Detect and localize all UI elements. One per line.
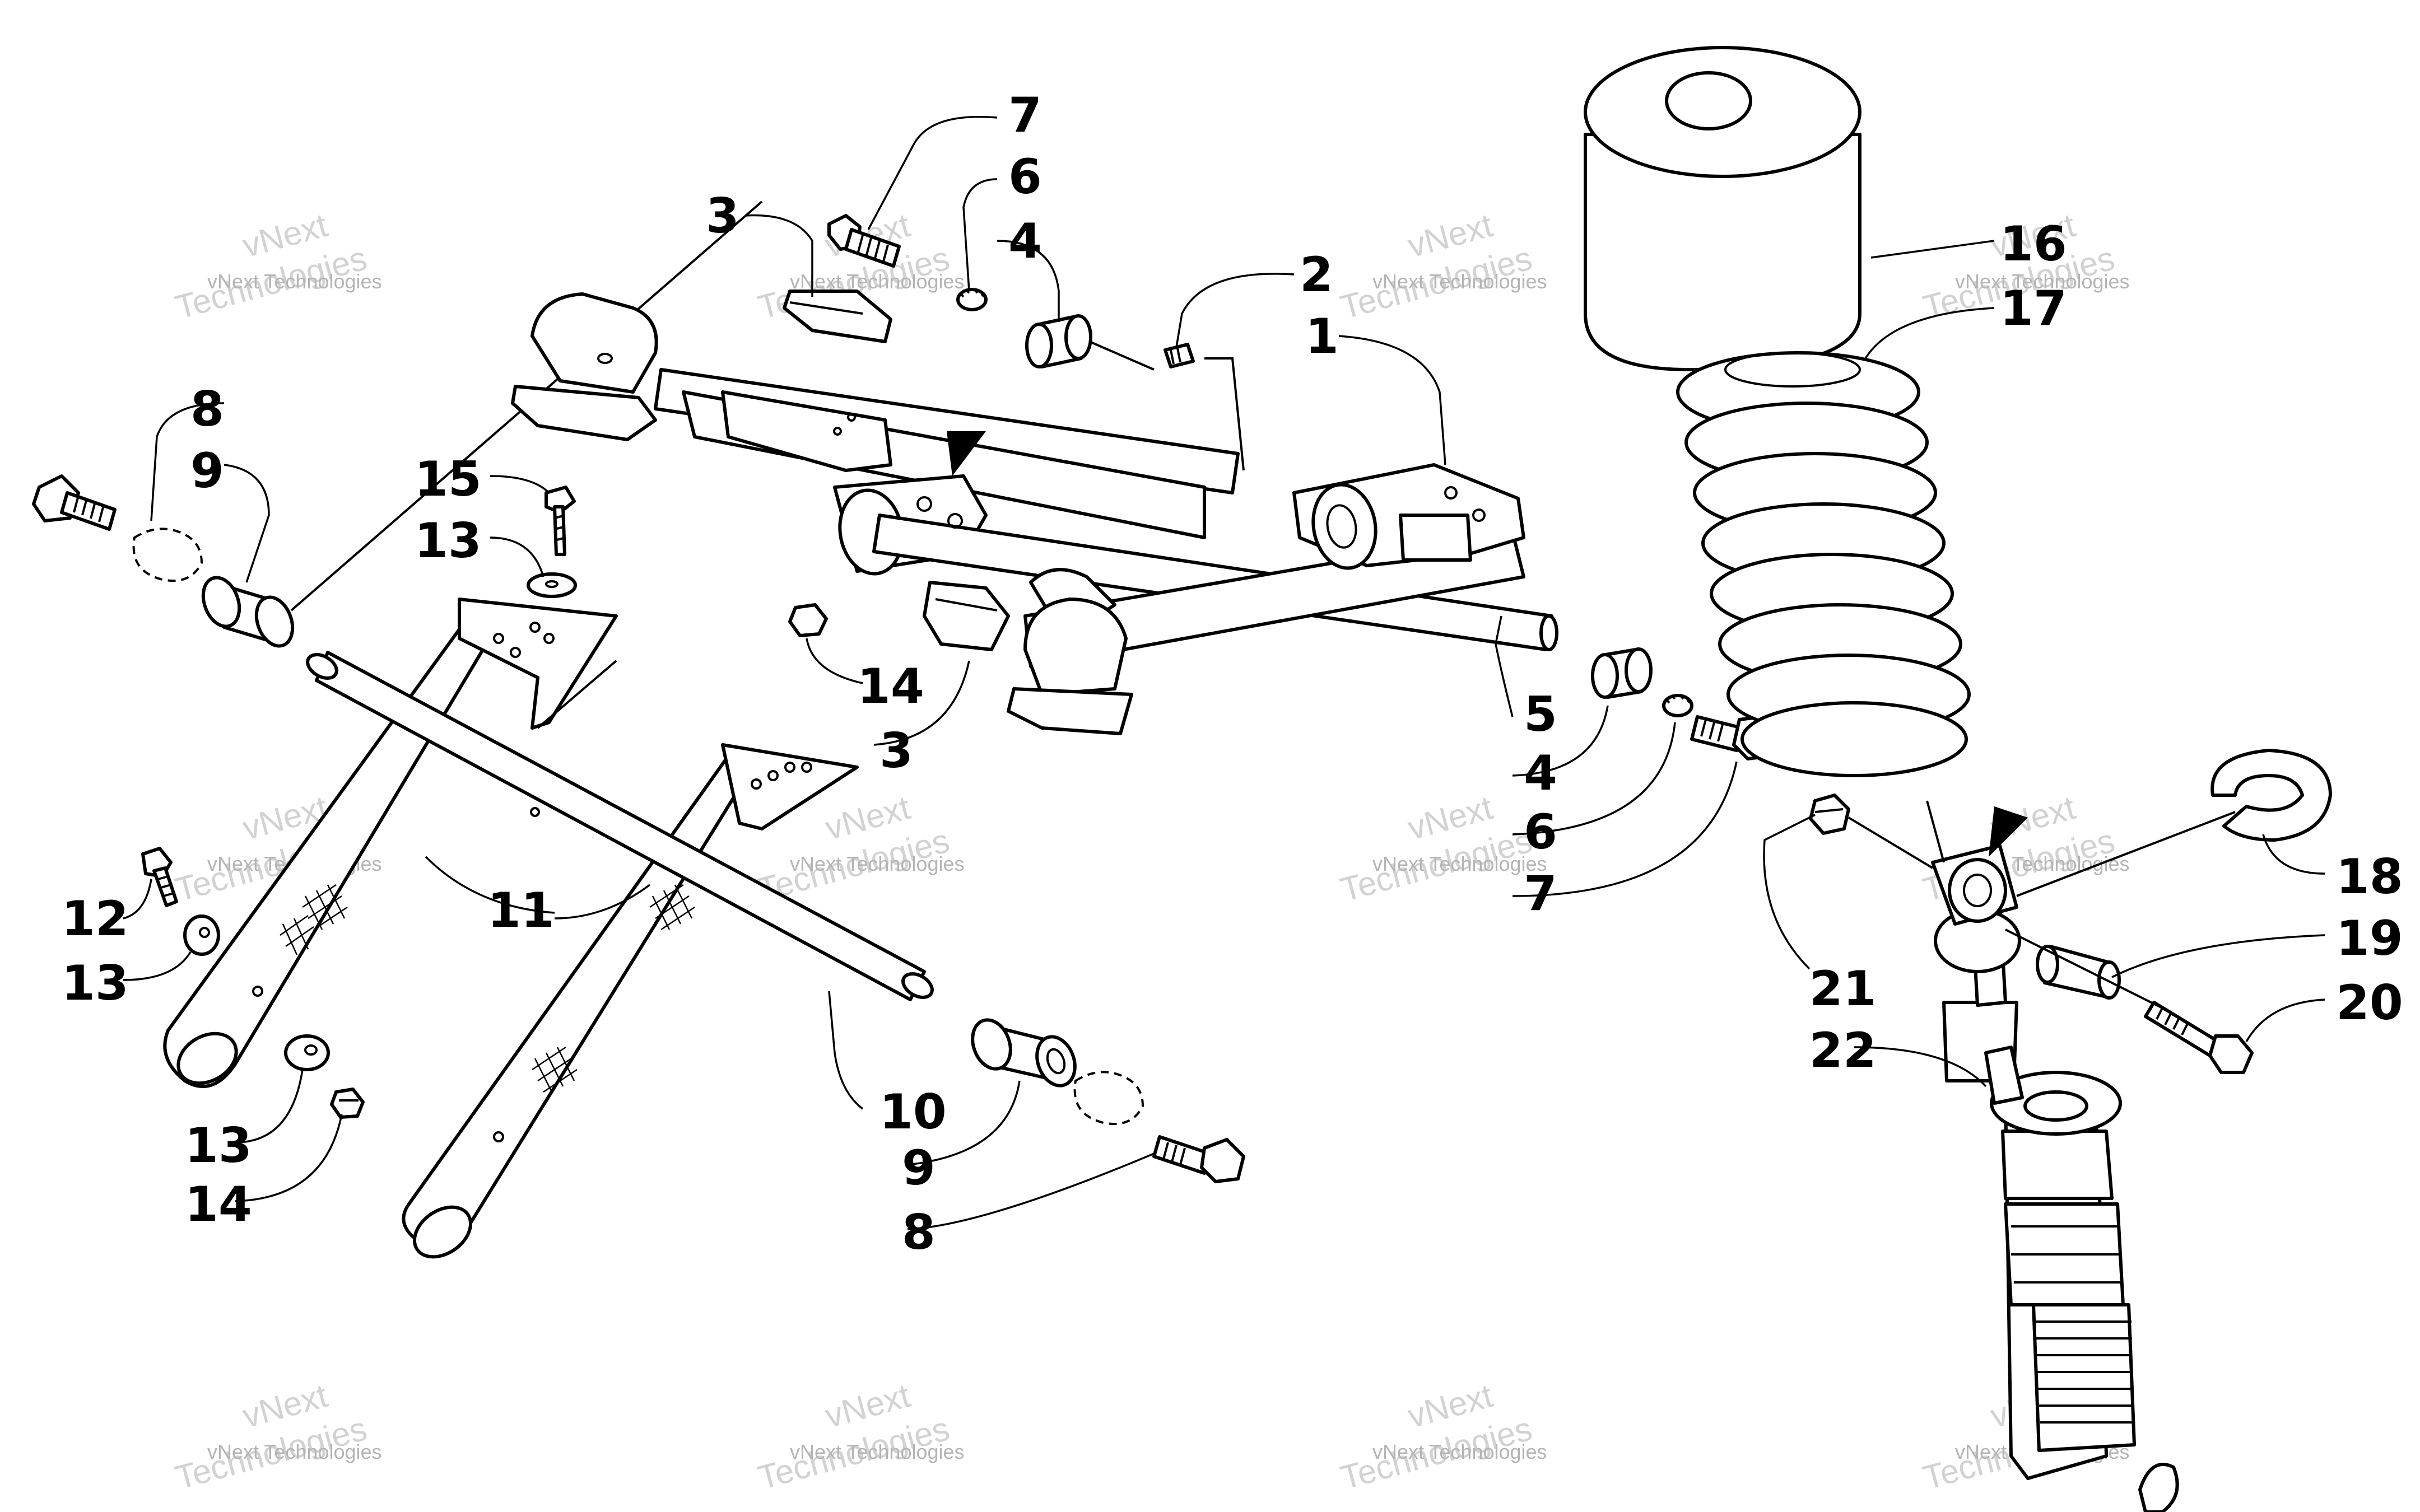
callout-7-bottom: 7 — [1524, 866, 1557, 922]
direction-arrow — [947, 431, 986, 476]
callout-16: 16 — [2000, 216, 2067, 272]
callout-22: 22 — [1809, 1023, 1877, 1079]
callout-13-top: 13 — [415, 513, 482, 569]
callout-13-bottom: 13 — [185, 1118, 252, 1174]
bushing-right — [971, 1018, 1077, 1088]
callout-18: 18 — [2336, 849, 2403, 905]
bolt-20 — [2144, 1001, 2254, 1074]
watermark: vNext Technologies vNext Technologies — [171, 1376, 382, 1496]
callout-17: 17 — [2000, 281, 2067, 337]
shock-boot — [1584, 46, 1861, 371]
watermark-label: vNext Technologies — [790, 852, 965, 875]
bushing-left — [201, 576, 295, 648]
watermark: vNext Technologies vNext Technologies — [1337, 206, 1547, 326]
torque-arm-right — [280, 743, 859, 1259]
callout-5: 5 — [1524, 687, 1557, 743]
callout-8-bottom: 8 — [902, 1205, 936, 1261]
callout-19: 19 — [2336, 911, 2403, 967]
spring-retainer — [2210, 749, 2332, 842]
callout-3-bottom: 3 — [879, 723, 913, 779]
watermark-label: vNext Technologies — [1955, 270, 2130, 293]
callout-labels: 1 2 3 3 4 4 5 6 6 7 7 8 8 9 9 10 11 12 1… — [62, 87, 2403, 1261]
watermark-label: vNext Technologies — [207, 1440, 382, 1463]
callout-14-bottom: 14 — [185, 1177, 252, 1233]
washer-dashed-right — [1073, 1071, 1144, 1125]
washer-13-a — [183, 914, 220, 956]
watermark: vNext Technologies vNext Technologies — [754, 1376, 965, 1496]
callout-12: 12 — [62, 891, 129, 947]
shock-absorber-assembly — [1584, 46, 2332, 1512]
shock-rod-eye — [1926, 800, 2021, 1007]
watermark: vNext Technologies vNext Technologies — [171, 206, 382, 326]
washer-6-top — [956, 288, 988, 311]
watermark-label: vNext Technologies — [790, 270, 965, 293]
watermark-label: vNext Technologies — [1372, 852, 1547, 875]
nut-14-left — [330, 1088, 365, 1119]
assembly-line — [2005, 928, 2163, 1009]
callout-3-top: 3 — [706, 188, 739, 244]
callout-13-middle: 13 — [62, 955, 129, 1011]
callout-1: 1 — [1305, 309, 1339, 365]
a-frame-arm — [511, 214, 1777, 760]
screw-12 — [141, 847, 178, 907]
watermark-label: vNext Technologies — [1372, 1440, 1547, 1463]
bolt-7-top — [827, 214, 901, 268]
callout-6-bottom: 6 — [1524, 804, 1557, 860]
assembly-line — [1089, 340, 1155, 371]
callout-9-bottom: 9 — [902, 1140, 936, 1196]
washer-dashed-left — [132, 528, 203, 582]
callout-6-top: 6 — [1008, 149, 1042, 205]
callout-7-top: 7 — [1008, 87, 1042, 143]
leader-lines — [123, 115, 2325, 1230]
callout-10: 10 — [879, 1084, 947, 1140]
torque-arm-left — [163, 598, 618, 1088]
bushing-4-top — [1025, 314, 1092, 368]
hatch-mark — [302, 884, 348, 931]
cross-shaft-assembly — [32, 200, 1245, 1259]
shock-body — [1942, 1001, 2179, 1512]
nut-21 — [1809, 794, 1850, 835]
bumper-pad-bottom — [923, 581, 1010, 651]
washer-13-b — [284, 1034, 330, 1071]
watermark-label: vNext Technologies — [207, 270, 382, 293]
bolt-right — [1152, 1135, 1245, 1183]
cross-shaft — [306, 651, 934, 1001]
nut-14-middle — [788, 603, 828, 637]
callout-21: 21 — [1809, 961, 1877, 1017]
callout-14-middle: 14 — [857, 659, 924, 715]
bushing-4-bottom — [1591, 647, 1653, 699]
callout-11: 11 — [487, 883, 555, 939]
callout-20: 20 — [2336, 975, 2403, 1031]
bumper-pad-top — [783, 290, 892, 343]
watermark: vNext Technologies vNext Technologies — [1337, 1376, 1547, 1496]
callout-8-top: 8 — [190, 381, 224, 437]
callout-4-top: 4 — [1008, 213, 1042, 269]
watermark-label: vNext Technologies — [1372, 270, 1547, 293]
callout-15: 15 — [415, 451, 482, 507]
screw-15 — [544, 486, 576, 556]
callout-4-bottom: 4 — [1524, 745, 1557, 801]
assembly-line — [2016, 811, 2236, 897]
direction-arrow — [1989, 806, 2028, 857]
pivot-bushing — [2036, 945, 2121, 1000]
coil-spring — [1676, 351, 1971, 777]
callout-2: 2 — [1300, 247, 1333, 303]
assembly-line — [1204, 357, 1245, 471]
washer-13-top — [527, 572, 577, 598]
grease-fitting — [1164, 343, 1195, 368]
hatch-mark — [280, 884, 695, 1093]
watermark-label: vNext Technologies — [790, 1440, 965, 1463]
alignment-line — [537, 660, 617, 729]
watermark: vNext Technologies vNext Technologies — [1337, 788, 1547, 908]
assembly-line — [1847, 816, 1934, 869]
bolt-left — [32, 474, 117, 531]
callout-9-top: 9 — [190, 443, 224, 499]
washer-6-bottom — [1662, 694, 1693, 717]
